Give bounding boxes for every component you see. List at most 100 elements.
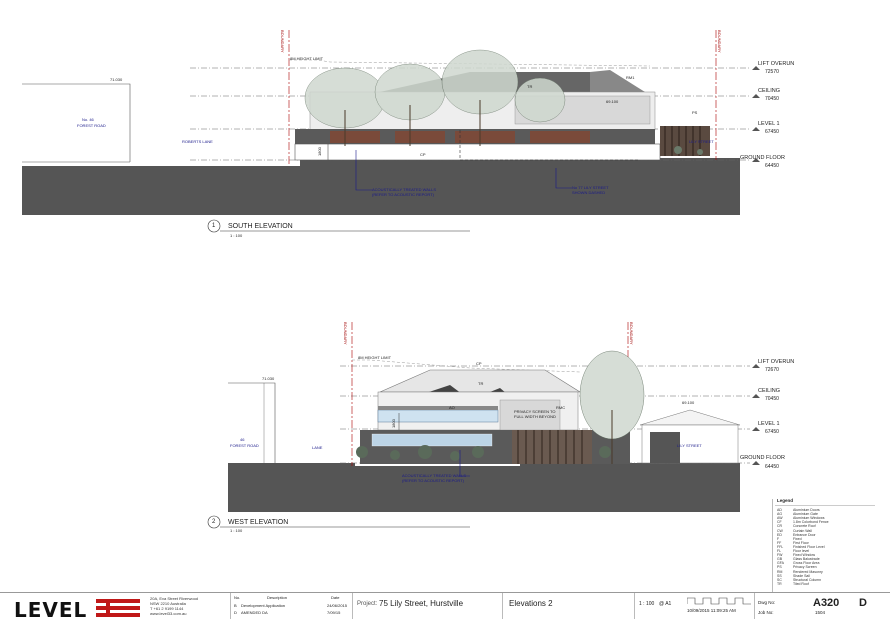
company-logo: LEVEL [14, 598, 87, 622]
legend-code: CW [777, 528, 783, 533]
legend-desc: Gross Floor Area [793, 561, 820, 566]
rev-header-date: Date [331, 595, 340, 600]
legend-desc: Shade Sail [793, 573, 810, 578]
legend-item: PS Privacy Screen [777, 565, 817, 569]
legend-code: AG [777, 512, 783, 517]
south-boundary-label-1: BOUNDARY [280, 30, 285, 53]
legend-code: PS [777, 565, 782, 570]
address-line: 20A, Eva Street Riverwood [150, 596, 199, 601]
legend-desc: Fixed [793, 536, 802, 541]
rev-row-date: 24/06/2015 [327, 603, 348, 608]
logo-mark-icon [96, 599, 140, 617]
title-block: LEVEL 20A, Eva Street Riverwood NSW 2210… [0, 592, 890, 622]
west-left-street: FOREST ROAD [230, 443, 259, 448]
dwg-no-label: Dwg No: [758, 600, 776, 605]
south-level-ceiling-value: 70450 [765, 96, 779, 102]
south-level-gf-value: 64450 [765, 163, 779, 169]
legend-code: SS [777, 573, 782, 578]
west-left-rl: 71.030 [262, 376, 275, 381]
job-no-label: Job No: [758, 610, 774, 615]
south-note-acoustic: ACOUSTICALLY TREATED WALLS (REFER TO ACO… [372, 187, 437, 197]
project-cell: Project: 75 Lily Street, Hurstville [352, 593, 503, 619]
project-label: Project: [357, 601, 378, 607]
south-level-gf-name: GROUND FLOOR [740, 155, 785, 161]
south-label-ps: PS [692, 110, 698, 115]
legend-item: FF First Floor [777, 541, 809, 545]
legend-desc: 1.8m Colorbond Fence [793, 520, 829, 525]
south-boundary-label-2: BOUNDARY [717, 30, 722, 53]
legend-desc: Fixed Window [793, 553, 815, 558]
west-level-l1-name: LEVEL 1 [758, 421, 780, 427]
west-label-cp: CP [476, 361, 482, 366]
legend-code: FW [777, 553, 783, 558]
south-lane-left: ROBERTS LANE [182, 139, 213, 144]
legend-code: TR [777, 581, 782, 586]
job-no: 1504 [815, 610, 826, 615]
address-line: NSW 2210 Australia [150, 601, 186, 606]
dwg-no: A320 [813, 597, 840, 609]
west-note-acoustic: ACOUSTICALLY TREATED WALLS (REFER TO ACO… [402, 473, 467, 483]
legend-item: FFL Finished Floor Level [777, 545, 825, 549]
legend-desc: Entrance Door [793, 532, 816, 537]
west-elevation-title: WEST ELEVATION [228, 519, 289, 526]
legend-code: AW [777, 516, 783, 521]
legend-code: FF [777, 540, 782, 545]
legend-desc: Concrete Roof [793, 524, 816, 529]
legend-item: SS Shade Sail [777, 574, 810, 578]
west-dimension: 1800 [391, 419, 396, 428]
west-boundary-label-2: BOUNDARY [629, 322, 634, 345]
legend-item: GFA Gross Floor Area [777, 561, 819, 565]
sheet-title-cell: Elevations 2 [502, 593, 635, 619]
legend-desc: Curtain Wall [793, 528, 812, 533]
legend-desc: Floor level [793, 549, 810, 553]
west-left-lot: 46 [240, 437, 245, 442]
rev-row-no: D [234, 610, 237, 615]
legend-desc: First Floor [793, 540, 809, 545]
south-level-l1-name: LEVEL 1 [758, 121, 780, 127]
legend-code: SC [777, 577, 782, 582]
legend-item: FW Fixed Window [777, 553, 815, 557]
west-label-tr: TR [478, 381, 484, 386]
south-elevation-title: SOUTH ELEVATION [228, 223, 293, 230]
legend-item: F Fixed [777, 537, 802, 541]
legend-item: TR Tiled Roof [777, 582, 809, 586]
legend-code: GFA [777, 561, 785, 566]
legend-title: Legend [777, 498, 794, 503]
legend-desc: Tiled Roof [793, 581, 809, 586]
south-elevation-number: 1 [212, 223, 216, 229]
west-level-ceiling-value: 70450 [765, 396, 779, 402]
rev-header-no: No. [234, 595, 241, 600]
legend-code: F [777, 536, 780, 541]
scale-cell: 1 : 100 @ A1 10/09/2015 11:09:25 AM [634, 593, 755, 619]
drawing-scale: 1 : 100 [639, 601, 655, 607]
legend-item: CR Concrete Roof [777, 524, 816, 528]
legend-code: AD [777, 508, 782, 512]
south-note-neighbour: No 77 LILY STREET SHOWN DASHED [572, 185, 609, 195]
south-label-rm: RM1 [626, 75, 635, 80]
logo-text: LEVEL [14, 598, 88, 622]
south-label-tr: TR [527, 84, 533, 89]
west-boundary-label-1: BOUNDARY [343, 322, 348, 345]
legend-desc: Finished Floor Level [793, 544, 825, 549]
south-left-lot: No. 46 [82, 117, 94, 122]
south-level-lift-value: 72570 [765, 69, 779, 75]
west-elevation-number: 2 [212, 519, 216, 525]
rev-row-desc: AMENDED DA [241, 610, 268, 615]
legend-code: FFL [777, 544, 784, 549]
address-line: www.level33.com.au [150, 611, 187, 616]
legend-item: CW Curtain Wall [777, 529, 812, 533]
legend-desc: Privacy Screen [793, 565, 817, 570]
project-name: 75 Lily Street, Hurstville [379, 599, 464, 608]
legend-code: CR [777, 524, 783, 529]
paper-size: @ A1 [659, 601, 672, 607]
legend-desc: Glass Balustrade [793, 557, 820, 562]
south-level-ceiling-name: CEILING [758, 88, 781, 94]
sheet-title: Elevations 2 [509, 599, 553, 608]
